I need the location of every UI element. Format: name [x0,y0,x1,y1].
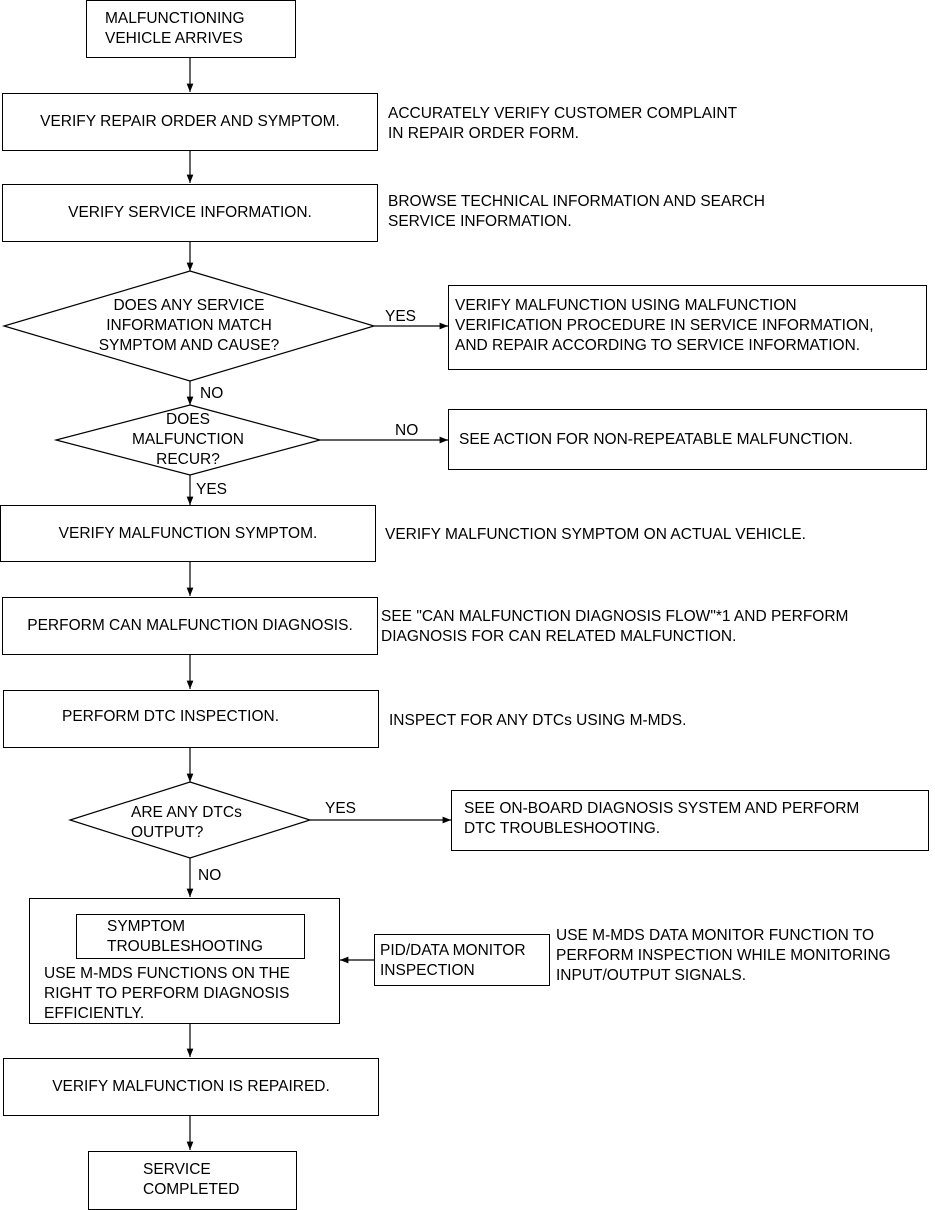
step-verify-repair-order-text: VERIFY REPAIR ORDER AND SYMPTOM. [40,113,340,130]
label-no-decision2: NO [395,422,419,439]
step-can-malfunction-diagnosis: PERFORM CAN MALFUNCTION DIAGNOSIS. [2,597,378,655]
branch-obd-troubleshooting-text: SEE ON-BOARD DIAGNOSIS SYSTEM AND PERFOR… [464,800,860,837]
end-text: SERVICE COMPLETED [143,1161,240,1198]
start-box: MALFUNCTIONING VEHICLE ARRIVES [86,0,296,58]
symptom-troubleshooting-title: SYMPTOM TROUBLESHOOTING [107,918,263,955]
step-verify-service-information-text: VERIFY SERVICE INFORMATION. [68,204,312,221]
note-pid-data-monitor: USE M-MDS DATA MONITOR FUNCTION TO PERFO… [556,927,891,984]
label-no-decision1: NO [200,385,224,402]
note-verify-repair-order: ACCURATELY VERIFY CUSTOMER COMPLAINT IN … [388,105,738,142]
step-verify-malfunction-symptom: VERIFY MALFUNCTION SYMPTOM. [0,505,376,562]
start-text: MALFUNCTIONING VEHICLE ARRIVES [105,10,245,47]
end-box: SERVICE COMPLETED [88,1151,297,1210]
step-verify-malfunction-symptom-text: VERIFY MALFUNCTION SYMPTOM. [58,524,318,542]
note-verify-malfunction-symptom: VERIFY MALFUNCTION SYMPTOM ON ACTUAL VEH… [385,526,806,543]
note-verify-service-information: BROWSE TECHNICAL INFORMATION AND SEARCH … [388,193,765,230]
step-verify-malfunction-repaired: VERIFY MALFUNCTION IS REPAIRED. [3,1058,379,1116]
branch-service-match-yes-text: VERIFY MALFUNCTION USING MALFUNCTION VER… [455,297,874,354]
branch-non-repeatable-text: SEE ACTION FOR NON-REPEATABLE MALFUNCTIO… [459,431,853,448]
branch-box-service-match-yes: VERIFY MALFUNCTION USING MALFUNCTION VER… [448,285,927,370]
decision-dtcs-output-text: ARE ANY DTCs OUTPUT? [131,804,242,841]
note-can-malfunction-diagnosis: SEE "CAN MALFUNCTION DIAGNOSIS FLOW"*1 A… [381,608,849,645]
label-no-decision3: NO [198,867,222,884]
pid-data-monitor-text: PID/DATA MONITOR INSPECTION [380,942,526,979]
branch-box-non-repeatable: SEE ACTION FOR NON-REPEATABLE MALFUNCTIO… [448,409,927,470]
label-yes-decision1: YES [385,308,417,325]
label-yes-decision3: YES [325,800,357,817]
step-dtc-inspection-text: PERFORM DTC INSPECTION. [62,708,280,725]
step-verify-malfunction-repaired-text: VERIFY MALFUNCTION IS REPAIRED. [52,1078,330,1095]
symptom-troubleshooting-title-box: SYMPTOM TROUBLESHOOTING [76,914,305,959]
branch-box-obd-troubleshooting: SEE ON-BOARD DIAGNOSIS SYSTEM AND PERFOR… [451,790,929,851]
step-symptom-troubleshooting: SYMPTOM TROUBLESHOOTING USE M-MDS FUNCTI… [29,898,340,1024]
pid-data-monitor-box: PID/DATA MONITOR INSPECTION [374,934,550,986]
note-dtc-inspection: INSPECT FOR ANY DTCs USING M-MDS. [389,712,687,729]
decision-diamond-recur [53,404,323,476]
decision-recur-text: DOES MALFUNCTION RECUR? [132,411,244,468]
step-verify-repair-order: VERIFY REPAIR ORDER AND SYMPTOM. [2,93,378,151]
decision-diamond-service-match [1,270,377,382]
decision-service-match-text: DOES ANY SERVICE INFORMATION MATCH SYMPT… [98,297,280,354]
step-can-malfunction-diagnosis-text: PERFORM CAN MALFUNCTION DIAGNOSIS. [27,617,353,634]
symptom-troubleshooting-text: USE M-MDS FUNCTIONS ON THE RIGHT TO PERF… [44,965,290,1022]
step-dtc-inspection: PERFORM DTC INSPECTION. [3,690,379,748]
label-yes-decision2: YES [196,481,228,498]
decision-diamond-dtcs-output [68,781,312,859]
step-verify-service-information: VERIFY SERVICE INFORMATION. [2,184,378,242]
